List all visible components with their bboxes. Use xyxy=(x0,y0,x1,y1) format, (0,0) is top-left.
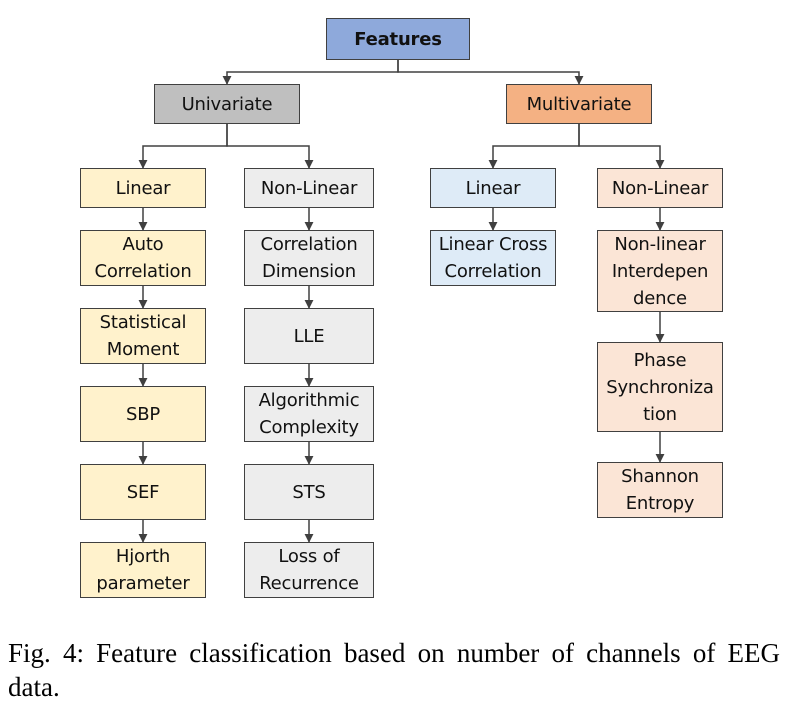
node-phase-synchronization: Phase Synchroniza tion xyxy=(597,342,723,432)
node-linear-cross-correlation: Linear Cross Correlation xyxy=(430,230,556,286)
node-sbp: SBP xyxy=(80,386,206,442)
node-loss-of-recurrence: Loss of Recurrence xyxy=(244,542,374,598)
figure-caption: Fig. 4: Feature classification based on … xyxy=(8,638,780,702)
node-statistical-moment: Statistical Moment xyxy=(80,308,206,364)
node-multivariate-nonlinear: Non-Linear xyxy=(597,168,723,208)
connector-features-to-univariate xyxy=(222,60,399,85)
node-multivariate-linear: Linear xyxy=(430,168,556,208)
connector-multivariate-to-multi_linear xyxy=(488,124,580,169)
node-multivariate: Multivariate xyxy=(506,84,652,124)
node-sts: STS xyxy=(244,464,374,520)
connector-features-to-multivariate xyxy=(397,60,584,85)
node-univariate-linear: Linear xyxy=(80,168,206,208)
node-features: Features xyxy=(326,18,470,60)
node-algorithmic-complexity: Algorithmic Complexity xyxy=(244,386,374,442)
node-correlation-dimension: Correlation Dimension xyxy=(244,230,374,286)
node-nonlinear-interdependence: Non-linear Interdepen dence xyxy=(597,230,723,312)
node-hjorth-parameter: Hjorth parameter xyxy=(80,542,206,598)
connector-univariate-to-uni_nonlinear xyxy=(226,124,314,169)
node-univariate: Univariate xyxy=(154,84,300,124)
connector-multivariate-to-multi_nonlinear xyxy=(578,124,665,169)
node-univariate-nonlinear: Non-Linear xyxy=(244,168,374,208)
node-shannon-entropy: Shannon Entropy xyxy=(597,462,723,518)
node-lle: LLE xyxy=(244,308,374,364)
node-auto-correlation: Auto Correlation xyxy=(80,230,206,286)
connector-univariate-to-uni_linear xyxy=(138,124,228,169)
node-sef: SEF xyxy=(80,464,206,520)
